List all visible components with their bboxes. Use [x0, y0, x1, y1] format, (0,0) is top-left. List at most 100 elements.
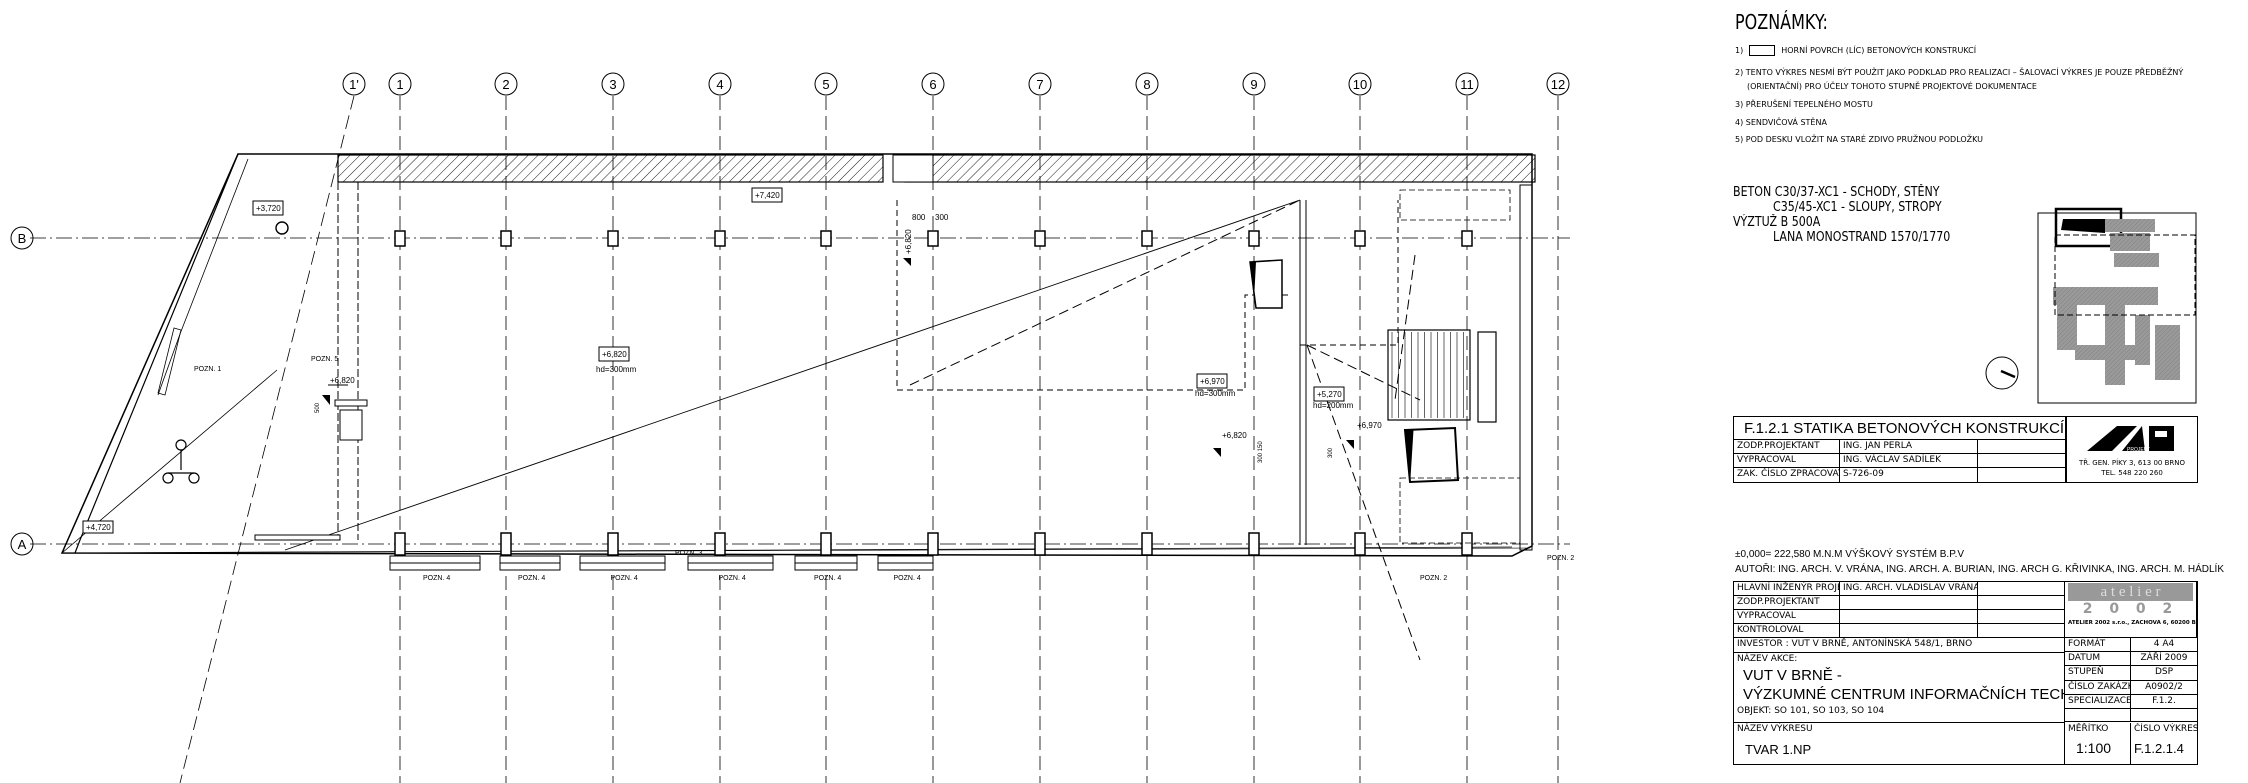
- note-2-cont: (ORIENTAČNÍ) PRO ÚČELY TOHOTO STUPNĚ PRO…: [1747, 82, 2037, 91]
- grid-bubble-label: 5: [822, 77, 829, 92]
- note-1: 1)HORNÍ POVRCH (LÍC) BETONOVÝCH KONSTRUK…: [1735, 45, 1977, 56]
- notes-title: POZNÁMKY:: [1735, 10, 1828, 34]
- ape-logo-icon: PROJEKT: [2087, 426, 2174, 453]
- stamp-value: S-726-09: [1840, 468, 1978, 482]
- note-reference: POZN. 2: [1547, 555, 1574, 562]
- drawing-name-cell: NÁZEV VÝKRESU TVAR 1.NP: [1734, 723, 2065, 764]
- company-address: TŘ. GEN. PÍKY 3, 613 00 BRNO: [2078, 459, 2186, 467]
- dimension-label: 300: [1328, 447, 1334, 458]
- grid-bubble: [1546, 72, 1570, 96]
- legend-box-icon: [1749, 45, 1776, 56]
- stamp-value: [1840, 610, 1978, 624]
- height-system: ±0,000= 222,580 M.N.M VÝŠKOVÝ SYSTÉM B.P…: [1735, 549, 1965, 560]
- column: [394, 532, 406, 556]
- material-concrete-1: BETON C30/37-XC1 - SCHODY, STĚNY: [1733, 185, 1940, 200]
- signature-cell: [1978, 468, 2066, 482]
- elevation-label: +6,820: [330, 376, 355, 385]
- grid-line: [179, 95, 355, 783]
- note-reference: POZN. 2: [1420, 575, 1447, 582]
- project-name-cell: NÁZEV AKCE: VUT V BRNĚ - VÝZKUMNÉ CENTRU…: [1734, 653, 2065, 723]
- column: [820, 532, 832, 556]
- north-arrow-icon: [1985, 356, 2019, 390]
- info-label: FORMÁT: [2065, 638, 2131, 653]
- info-label: [2065, 709, 2131, 722]
- grid-bubble-label: B: [18, 231, 27, 246]
- structural-stamp: F.1.2.1 STATIKA BETONOVÝCH KONSTRUKCÍ ZO…: [1733, 416, 2198, 483]
- info-value: ZÁŘÍ 2009: [2131, 652, 2197, 667]
- grid-bubble-label: 6: [929, 77, 936, 92]
- dimension-label: 300 150: [1258, 441, 1264, 463]
- dimension-label: 800: [912, 213, 926, 222]
- stamp-value: [1840, 624, 1978, 638]
- authors: AUTOŘI: ING. ARCH. V. VRÁNA, ING. ARCH. …: [1735, 564, 2224, 575]
- drawing-number: F.1.2.1.4: [2134, 741, 2184, 756]
- grid-bubble: [601, 72, 625, 96]
- signature-cell: [1978, 610, 2065, 624]
- grid-bubble-label: 8: [1143, 77, 1150, 92]
- note-reference: POZN. 4: [894, 575, 921, 582]
- note-reference: POZN. 4: [423, 575, 450, 582]
- drawing-name-label: NÁZEV VÝKRESU: [1737, 724, 1813, 734]
- column: [607, 532, 619, 556]
- column-round: [275, 221, 289, 235]
- stamp-value: ING. VÁCLAV SADÍLEK: [1840, 454, 1978, 468]
- elevation-label: +4,720: [86, 523, 111, 532]
- stamp-label: KONTROLOVAL: [1734, 624, 1840, 638]
- column: [927, 230, 939, 247]
- ape-logo: PROJEKT TŘ. GEN. PÍKY 3, 613 00 BRNO TEL…: [2066, 417, 2197, 482]
- info-value: A0902/2: [2131, 681, 2197, 695]
- info-value: [2131, 709, 2197, 722]
- slab-step-line: [284, 199, 1301, 551]
- signature-cell: [1978, 582, 2065, 596]
- dimension-label: 500: [315, 402, 321, 413]
- slab-thickness-label: hd=300mm: [596, 365, 637, 374]
- elevation-label: +6,970: [1357, 421, 1382, 430]
- grid-bubble: [708, 72, 732, 96]
- grid-bubble: [342, 72, 366, 96]
- note-reference: POZN. 5: [311, 356, 338, 363]
- slab-thickness-label: hd=200mm: [1313, 401, 1354, 410]
- grid-bubble-label: 7: [1036, 77, 1043, 92]
- project-name-line1: VUT V BRNĚ -: [1743, 667, 1842, 684]
- info-value: 4 A4: [2131, 638, 2197, 653]
- grid-bubble-label: 1': [349, 77, 359, 92]
- column: [714, 532, 726, 556]
- note-reference: POZN. 1: [194, 366, 221, 373]
- column: [607, 230, 619, 247]
- grid-bubble-label: 4: [716, 77, 723, 92]
- elevation-label: +3,720: [256, 204, 281, 213]
- logo-text: PROJEKT: [2127, 447, 2150, 453]
- logo-word: a t e l i e r: [2068, 583, 2193, 601]
- staircase: [1387, 184, 1533, 551]
- scale-value: 1:100: [2076, 740, 2112, 756]
- action-label: NÁZEV AKCE:: [1737, 654, 1798, 664]
- sandwich-walls: [389, 555, 934, 571]
- grid-bubble: [921, 72, 945, 96]
- signature-cell: [1978, 624, 2065, 638]
- grid-bubble: [388, 72, 412, 96]
- project-name-line2: VÝZKUMNÉ CENTRUM INFORMAČNÍCH TECHNOLOGI…: [1743, 686, 2064, 703]
- grid-bubble-label: 2: [502, 77, 509, 92]
- column: [500, 230, 512, 247]
- signature-cell: [1978, 440, 2066, 454]
- signature-cell: [1978, 454, 2066, 468]
- column: [1354, 230, 1366, 247]
- site-map: [1985, 207, 2197, 404]
- elevation-label: +5,270: [1317, 390, 1342, 399]
- scale-cell: MĚŘÍTKO 1:100: [2065, 723, 2131, 764]
- stamp-label: VYPRACOVAL: [1734, 454, 1840, 468]
- material-concrete-2: C35/45-XC1 - SLOUPY, STROPY: [1773, 200, 1942, 215]
- note-reference: POZN. 4: [611, 575, 638, 582]
- stamp-title: F.1.2.1 STATIKA BETONOVÝCH KONSTRUKCÍ: [1734, 417, 2066, 440]
- grid-bubble: [1242, 72, 1266, 96]
- grid-bubble: [494, 72, 518, 96]
- note-2: 2) TENTO VÝKRES NESMÍ BÝT POUŽIT JAKO PO…: [1735, 68, 2184, 77]
- slab-thickness-label: hd=300mm: [1195, 389, 1236, 398]
- elevation-label: +6,970: [1200, 377, 1225, 386]
- slab-outline: [60, 153, 1533, 557]
- stamp-value: [1840, 596, 1978, 610]
- hatched-wall: [337, 154, 884, 183]
- info-value: F.1.2.: [2131, 695, 2197, 709]
- atelier-logo: a t e l i e r 2 0 0 2 ATELIER 2002 s.r.o…: [2065, 582, 2197, 638]
- drawing-number-cell: ČÍSLO VÝKRESU F.1.2.1.4: [2131, 723, 2197, 764]
